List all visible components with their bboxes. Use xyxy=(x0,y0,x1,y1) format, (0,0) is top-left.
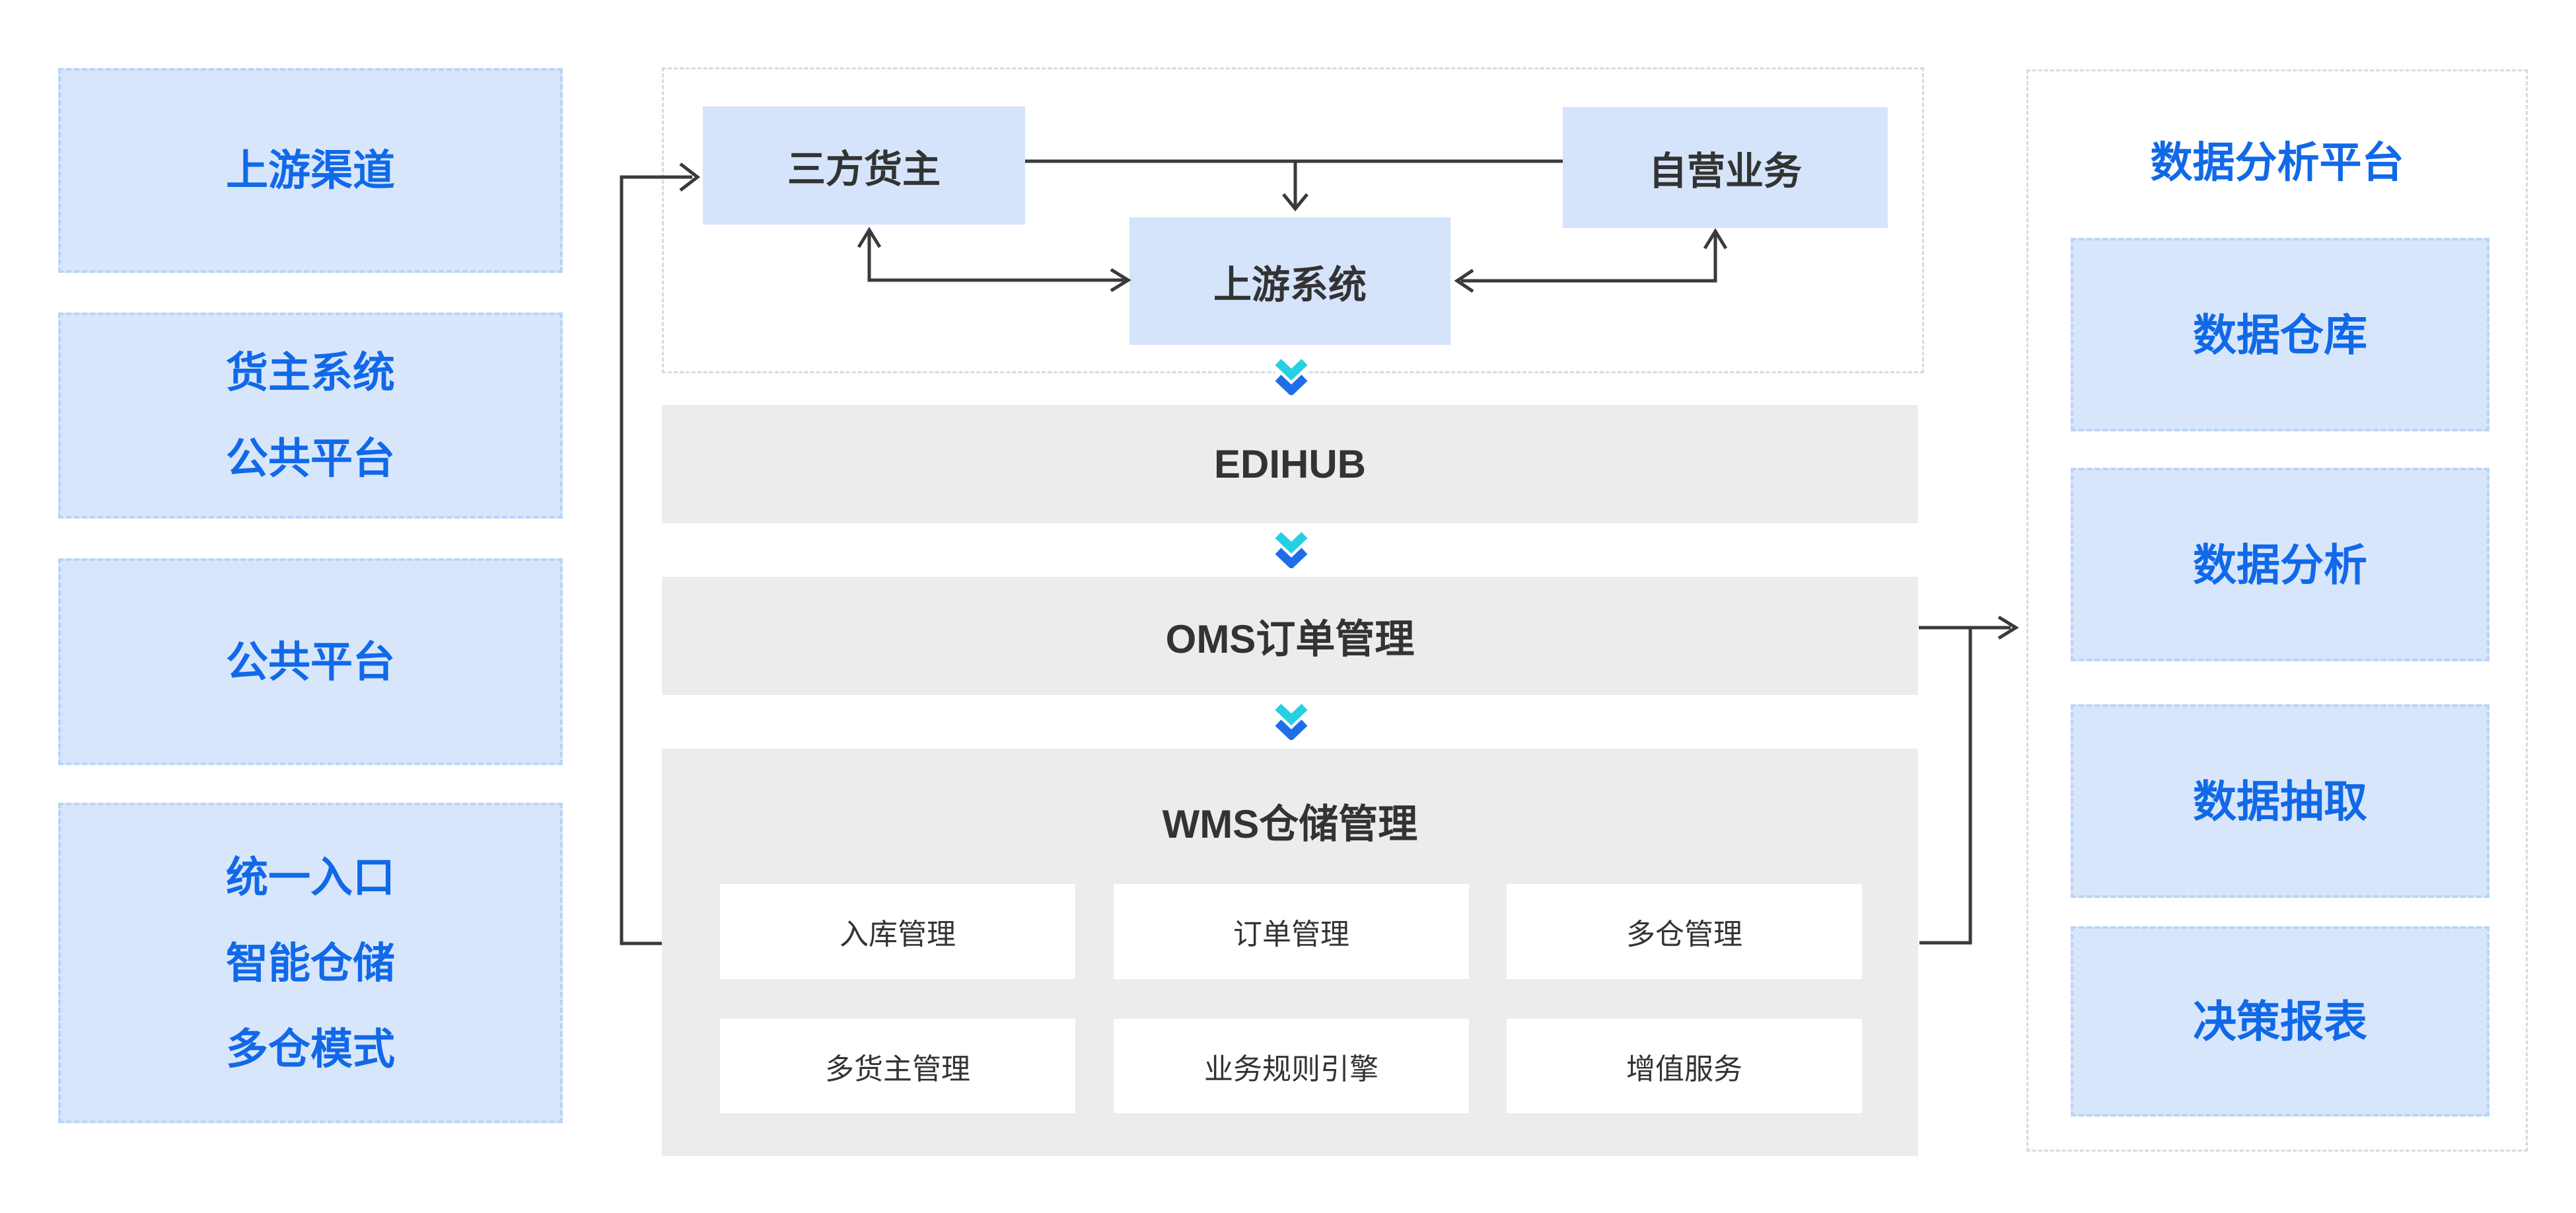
left-box-label: 公共平台 xyxy=(226,435,395,482)
layer-wms: WMS仓储管理 入库管理 订单管理 多仓管理 多货主管理 业务规则引擎 增值服务 xyxy=(662,749,1918,1156)
node-label: 自营业务 xyxy=(1648,149,1802,193)
data-analysis-panel: 数据分析平台 数据仓库 数据分析 数据抽取 决策报表 xyxy=(2026,69,2528,1152)
right-box-label: 数据仓库 xyxy=(2193,310,2367,359)
node-label: 三方货主 xyxy=(787,147,941,191)
layer-label: EDIHUB xyxy=(1213,442,1366,486)
layer-edihub: EDIHUB xyxy=(662,405,1918,523)
right-box-label: 数据分析 xyxy=(2193,540,2367,589)
left-box-label: 多仓模式 xyxy=(226,1025,395,1073)
node-upstream-system: 上游系统 xyxy=(1129,217,1450,345)
double-chevron-down-icon xyxy=(1275,703,1308,740)
right-box-data-analysis: 数据分析 xyxy=(2071,468,2489,661)
right-box-data-warehouse: 数据仓库 xyxy=(2071,238,2489,431)
double-chevron-down-icon xyxy=(1275,358,1308,395)
arrow-oms-wms-to-data-platform xyxy=(1919,615,2019,945)
wms-module: 多仓管理 xyxy=(1507,884,1862,979)
right-box-label: 数据抽取 xyxy=(2193,776,2367,826)
layer-oms: OMS订单管理 xyxy=(662,577,1918,695)
double-chevron-down-icon xyxy=(1275,531,1308,568)
left-box-label: 货主系统 xyxy=(226,349,395,396)
right-box-data-extraction: 数据抽取 xyxy=(2071,704,2489,898)
left-box-label: 上游渠道 xyxy=(226,147,395,194)
wms-module: 入库管理 xyxy=(720,884,1075,979)
wms-title: WMS仓储管理 xyxy=(1162,802,1418,846)
left-box-public-platform: 公共平台 xyxy=(58,558,563,765)
node-third-party-owner: 三方货主 xyxy=(703,106,1025,225)
wms-module: 订单管理 xyxy=(1114,884,1469,979)
right-box-decision-report: 决策报表 xyxy=(2071,926,2489,1117)
layer-label: OMS订单管理 xyxy=(1165,617,1415,661)
left-box-owner-system: 货主系统 公共平台 xyxy=(58,312,563,519)
left-box-unified-entry: 统一入口 智能仓储 多仓模式 xyxy=(58,803,563,1123)
left-box-label: 统一入口 xyxy=(226,853,395,901)
left-box-label: 智能仓储 xyxy=(226,939,395,987)
node-label: 上游系统 xyxy=(1213,263,1367,307)
data-analysis-panel-title: 数据分析平台 xyxy=(2150,139,2404,186)
left-box-label: 公共平台 xyxy=(226,638,395,686)
node-self-operated-business: 自营业务 xyxy=(1563,107,1888,228)
left-box-upstream-channel: 上游渠道 xyxy=(58,68,563,273)
wms-module: 多货主管理 xyxy=(720,1019,1075,1113)
wms-module: 业务规则引擎 xyxy=(1114,1019,1469,1113)
wms-module: 增值服务 xyxy=(1507,1019,1862,1113)
right-box-label: 决策报表 xyxy=(2193,997,2367,1046)
